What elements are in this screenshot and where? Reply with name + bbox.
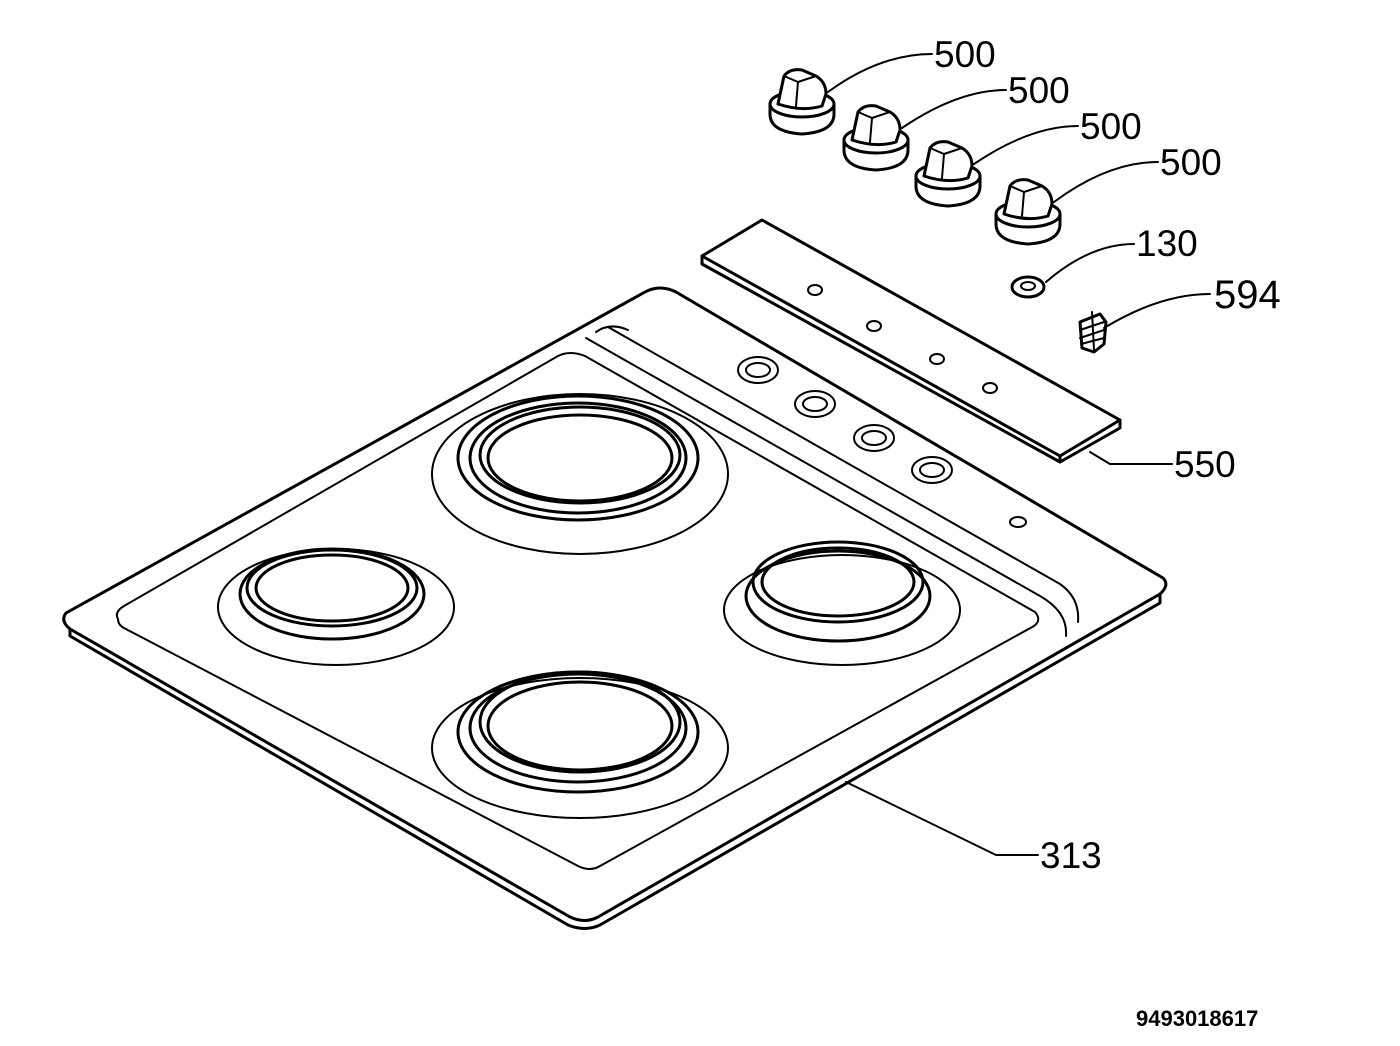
panel-holes: [807, 284, 998, 394]
hob-control-holes: [737, 356, 1027, 528]
fitting-594: [1078, 311, 1108, 354]
washer-130: [1010, 275, 1046, 299]
knob-1-500: [768, 68, 836, 136]
label-knob-4: 500: [1160, 142, 1222, 183]
control-panel-550: [700, 218, 1122, 464]
front-burner: [431, 670, 729, 819]
drawing-number: 9493018617: [1136, 1006, 1259, 1031]
label-part-550: 550: [1174, 444, 1236, 485]
leader-lines: [827, 53, 1211, 856]
right-burner: [723, 540, 961, 666]
knob-4-500: [994, 178, 1062, 246]
knob-2-500: [842, 104, 910, 172]
hob-top-313: [62, 286, 1168, 930]
callout-labels: 500 500 500 500 130 594 550 313: [934, 34, 1281, 876]
label-part-313: 313: [1040, 835, 1102, 876]
label-knob-2: 500: [1008, 70, 1070, 111]
left-burner: [217, 547, 455, 666]
label-knob-3: 500: [1080, 106, 1142, 147]
rear-left-burner: [431, 393, 729, 555]
label-part-130: 130: [1136, 223, 1198, 264]
label-knob-1: 500: [934, 34, 996, 75]
knob-3-500: [914, 140, 982, 208]
label-part-594: 594: [1214, 273, 1281, 317]
